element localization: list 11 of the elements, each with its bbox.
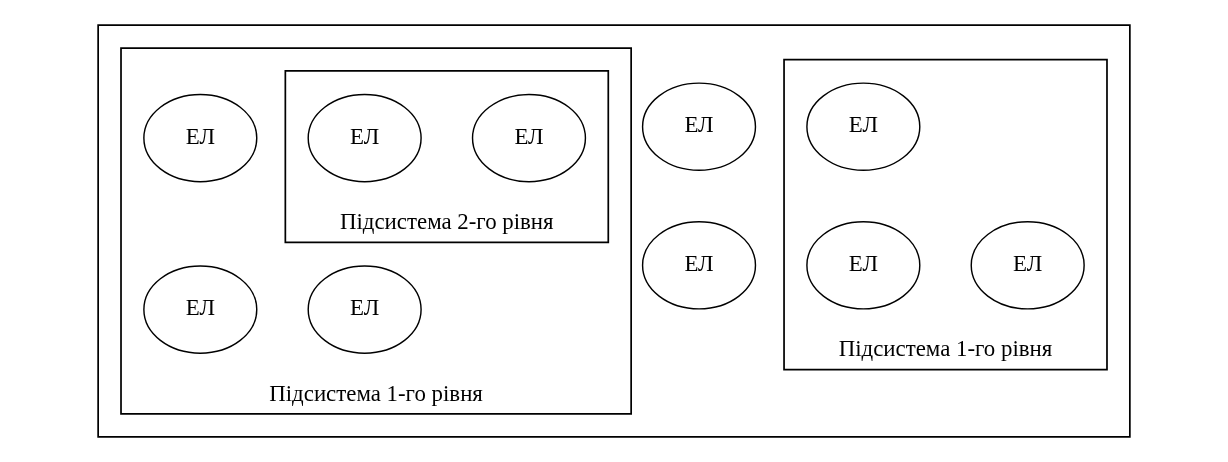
node-ellipse: ЕЛ: [641, 221, 757, 310]
node-ellipse: ЕЛ: [970, 221, 1085, 310]
node-ellipse: ЕЛ: [806, 221, 921, 310]
node-ellipse: ЕЛ: [641, 82, 757, 171]
node-ellipse: ЕЛ: [307, 265, 422, 354]
node-ellipse: ЕЛ: [143, 265, 258, 354]
node-ellipse: ЕЛ: [143, 93, 258, 183]
node-ellipse: ЕЛ: [307, 93, 422, 183]
cluster: [97, 24, 1131, 438]
node-ellipse: ЕЛ: [471, 93, 587, 183]
node-ellipse: ЕЛ: [806, 82, 921, 171]
